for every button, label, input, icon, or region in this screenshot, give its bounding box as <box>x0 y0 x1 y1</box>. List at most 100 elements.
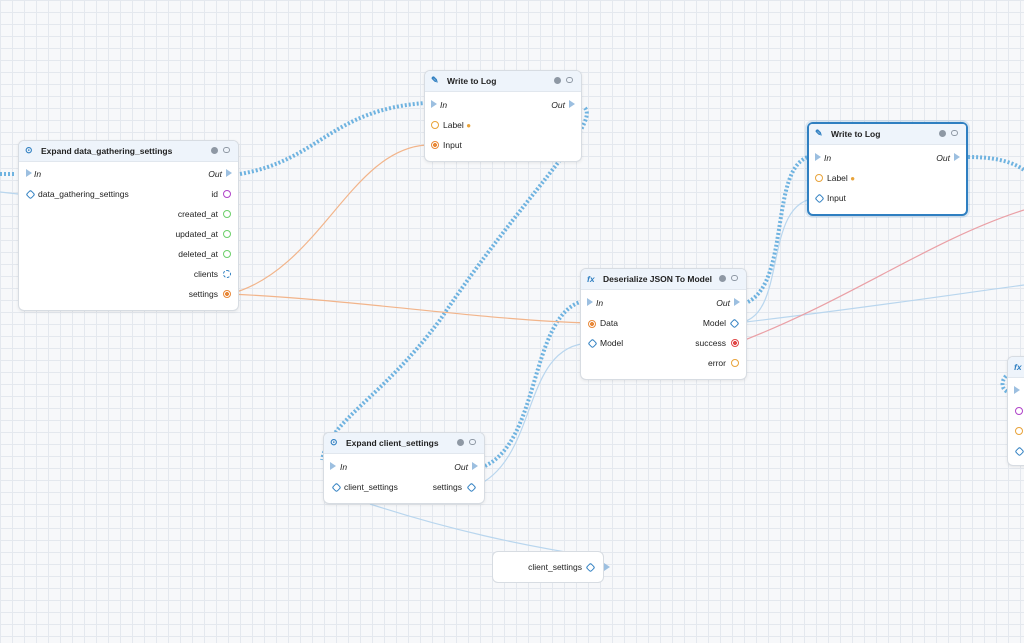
input-pin[interactable] <box>331 482 342 493</box>
exec-out-pin[interactable] <box>472 462 478 470</box>
node-offscreen-partial[interactable]: fx <box>1007 356 1024 466</box>
comment-icon[interactable] <box>566 77 573 83</box>
input-pin[interactable] <box>588 320 596 328</box>
node-header[interactable]: ✎ Write to Log <box>809 124 966 145</box>
function-icon: fx <box>1014 362 1022 372</box>
info-icon[interactable] <box>719 275 726 282</box>
data-wire <box>229 144 427 295</box>
input-pin[interactable] <box>587 338 598 349</box>
exec-wires <box>0 101 1024 468</box>
input-pin[interactable] <box>1014 446 1024 457</box>
node-write-to-log[interactable]: ✎ Write to Log In Out Label ● Input <box>424 70 582 162</box>
output-pin[interactable] <box>466 482 477 493</box>
exec-out-label: Out <box>936 153 950 163</box>
exec-out-pin[interactable] <box>954 153 960 161</box>
input-pin[interactable] <box>431 141 439 149</box>
input-label: Model <box>600 338 624 348</box>
output-pin[interactable] <box>731 359 739 367</box>
output-label: id <box>211 189 218 199</box>
output-pin[interactable] <box>223 230 231 238</box>
info-icon[interactable] <box>939 130 946 137</box>
comment-icon[interactable] <box>223 147 230 153</box>
input-pin[interactable] <box>1015 427 1023 435</box>
input-label: client_settings <box>344 482 398 492</box>
data-wire <box>0 191 19 195</box>
variable-output-pin[interactable] <box>585 562 596 573</box>
label-text: Label <box>827 173 848 183</box>
output-label: error <box>708 358 726 368</box>
variable-exec-pin[interactable] <box>604 563 610 571</box>
node-header[interactable]: ⊙ Expand data_gathering_settings <box>19 141 238 162</box>
exec-out-label: Out <box>208 169 222 179</box>
input-label: Input <box>827 193 846 203</box>
output-pin[interactable] <box>729 318 740 329</box>
exec-out-pin[interactable] <box>569 100 575 108</box>
output-label: deleted_at <box>178 249 218 259</box>
info-icon[interactable] <box>554 77 561 84</box>
exec-out-pin[interactable] <box>226 169 232 177</box>
object-pin[interactable] <box>25 189 36 200</box>
label-pin[interactable] <box>431 121 439 129</box>
node-title: Expand data_gathering_settings <box>41 146 173 156</box>
exec-in-pin[interactable] <box>587 298 593 306</box>
exec-wire <box>967 155 1024 172</box>
data-wire <box>736 197 819 324</box>
output-pin[interactable] <box>731 339 739 347</box>
node-header[interactable]: ⊙ Expand client_settings <box>324 433 484 454</box>
data-wire <box>473 342 591 488</box>
required-star-icon: ● <box>850 174 856 183</box>
label-pin[interactable] <box>815 174 823 182</box>
input-pin[interactable] <box>814 193 825 204</box>
comment-icon[interactable] <box>731 275 738 281</box>
output-pin[interactable] <box>223 250 231 258</box>
function-icon: fx <box>587 274 595 284</box>
input-label: data_gathering_settings <box>38 189 129 199</box>
comment-icon[interactable] <box>951 130 958 136</box>
output-label: created_at <box>177 209 218 219</box>
comment-icon[interactable] <box>469 439 476 445</box>
exec-out-label: Out <box>716 298 730 308</box>
output-pin[interactable] <box>223 210 231 218</box>
exec-in-pin[interactable] <box>815 153 821 161</box>
output-pin[interactable] <box>223 290 231 298</box>
label-text: Label <box>443 120 464 130</box>
node-deserialize-json[interactable]: fx Deserialize JSON To Model In Out Data… <box>580 268 747 380</box>
exec-out-label: Out <box>454 462 468 472</box>
data-wire <box>369 503 591 557</box>
node-header[interactable]: fx Deserialize JSON To Model <box>581 269 746 290</box>
exec-in-label: In <box>596 298 604 308</box>
exec-out-pin[interactable] <box>734 298 740 306</box>
exec-wire <box>484 300 581 468</box>
output-label: clients <box>193 269 218 279</box>
info-icon[interactable] <box>211 147 218 154</box>
output-pin[interactable] <box>223 190 231 198</box>
node-expand-client-settings[interactable]: ⊙ Expand client_settings In Out client_s… <box>323 432 485 504</box>
node-write-to-log-selected[interactable]: ✎ Write to Log In Out Label ● Input <box>807 122 968 216</box>
output-pin[interactable] <box>223 270 231 278</box>
node-expand-data-gathering-settings[interactable]: ⊙ Expand data_gathering_settings In Out … <box>18 140 239 311</box>
output-label: updated_at <box>175 229 218 239</box>
node-title: Write to Log <box>831 129 881 139</box>
exec-in-label: In <box>440 100 448 110</box>
output-label: settings <box>188 289 218 299</box>
exec-in-pin[interactable] <box>431 100 437 108</box>
pencil-icon: ✎ <box>431 75 439 85</box>
node-header[interactable]: ✎ Write to Log <box>425 71 581 92</box>
exec-in-pin[interactable] <box>26 169 32 177</box>
exec-in-pin[interactable] <box>1014 386 1020 394</box>
node-title: Expand client_settings <box>346 438 439 448</box>
variable-node-client-settings[interactable]: client_settings <box>492 551 610 583</box>
required-star-icon: ● <box>466 121 472 130</box>
exec-in-label: In <box>34 169 42 179</box>
exec-wire <box>320 106 589 461</box>
node-header[interactable]: fx <box>1008 357 1024 378</box>
pencil-icon: ✎ <box>815 128 823 138</box>
node-title: Write to Log <box>447 76 497 86</box>
input-pin[interactable] <box>1015 407 1023 415</box>
info-icon[interactable] <box>457 439 464 446</box>
output-label: success <box>695 338 726 348</box>
exec-in-label: In <box>824 153 832 163</box>
variable-label: client_settings <box>528 562 582 572</box>
exec-in-pin[interactable] <box>330 462 336 470</box>
